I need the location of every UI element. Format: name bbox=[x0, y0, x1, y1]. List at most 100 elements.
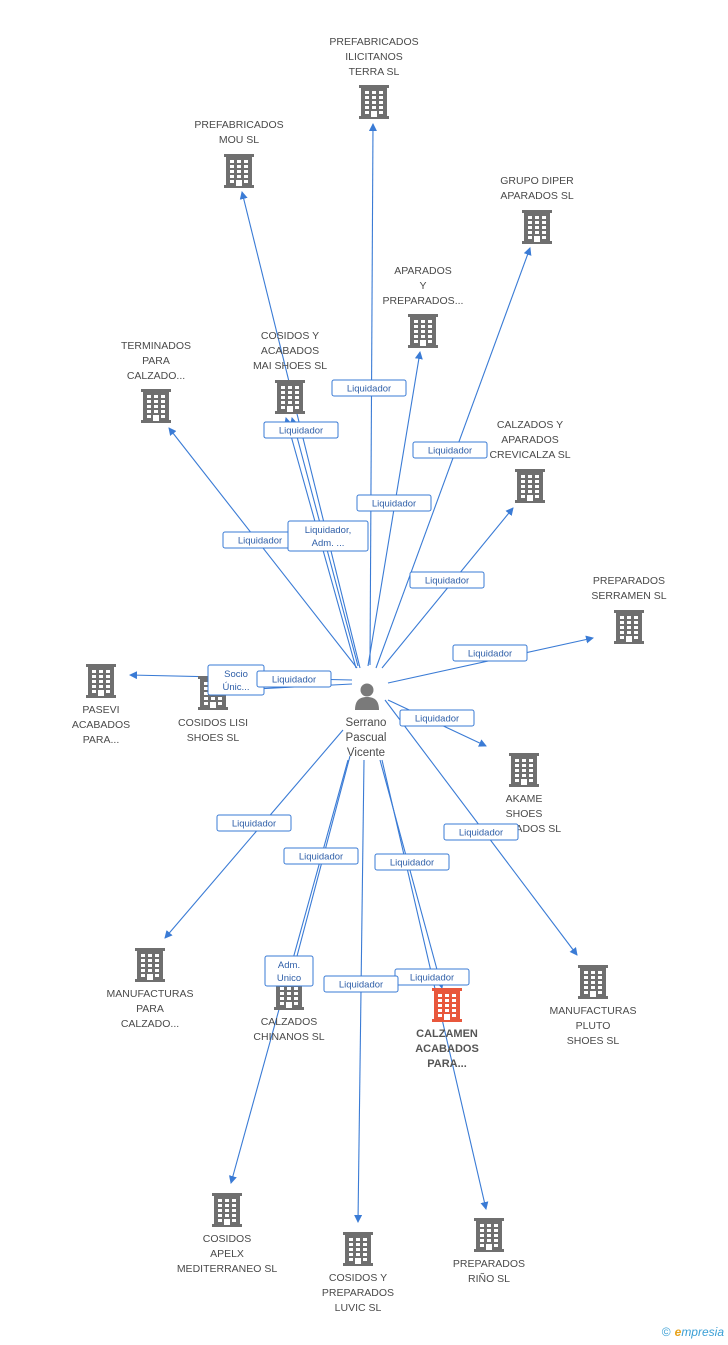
relation-label-box bbox=[264, 955, 314, 987]
relation-label-text: Liquidador bbox=[468, 649, 512, 660]
building-icon bbox=[141, 389, 171, 423]
relation-label-cosidos-mai[interactable]: Liquidador,Adm. ... bbox=[287, 520, 369, 552]
brand-footer[interactable]: ©empresia bbox=[662, 1325, 724, 1339]
company-node-pasevi[interactable]: PASEVIACABADOSPARA... bbox=[72, 664, 130, 746]
company-label-line: PASEVI bbox=[82, 704, 119, 716]
relation-label-preparados-serramen[interactable]: Liquidador bbox=[452, 644, 528, 662]
relation-label-box bbox=[263, 421, 339, 439]
building-icon bbox=[408, 314, 438, 348]
relation-label-prefabricados-ilicitanos[interactable]: Liquidador bbox=[331, 379, 407, 397]
company-label-line: MANUFACTURAS bbox=[107, 988, 194, 1000]
company-label-line: ACABADOS bbox=[261, 345, 319, 357]
building-icon bbox=[614, 610, 644, 644]
relation-label-text: Liquidador bbox=[272, 675, 316, 686]
edges-layer bbox=[129, 123, 594, 1223]
relation-label-box bbox=[323, 975, 399, 993]
relation-label-text: Liquidador bbox=[232, 819, 276, 830]
brand-initial: e bbox=[674, 1325, 682, 1339]
relation-label-calzamen[interactable]: Liquidador bbox=[394, 968, 470, 986]
building-icon bbox=[359, 85, 389, 119]
company-node-calzamen[interactable]: CALZAMENACABADOSPARA... bbox=[415, 988, 479, 1070]
relation-label-cosidos-luvic[interactable]: Liquidador bbox=[323, 975, 399, 993]
relation-label-terminados-calzado[interactable]: Liquidador bbox=[222, 531, 298, 549]
relation-label-box bbox=[409, 571, 485, 589]
company-label-line: CALZADO... bbox=[121, 1018, 179, 1030]
relation-label-preparados-rino[interactable]: Liquidador bbox=[374, 853, 450, 871]
person-icon bbox=[355, 683, 379, 710]
relation-label-box bbox=[216, 814, 292, 832]
relation-label-text: Liquidador bbox=[238, 536, 282, 547]
relation-label-calzados-chinanos[interactable]: Adm.Unico bbox=[264, 955, 314, 987]
relation-label-text: Adm. bbox=[278, 960, 300, 971]
copyright-icon: © bbox=[661, 1325, 671, 1339]
company-label-line: CALZADO... bbox=[127, 370, 185, 382]
company-node-terminados-calzado[interactable]: TERMINADOSPARACALZADO... bbox=[121, 340, 191, 423]
relation-label-text: Liquidador bbox=[279, 426, 323, 437]
person-name-line-1: Serrano bbox=[346, 717, 387, 729]
company-label-line: SHOES SL bbox=[187, 732, 240, 744]
relation-label-calzados-crevicalza[interactable]: Liquidador bbox=[409, 571, 485, 589]
company-label-line: PREFABRICADOS bbox=[329, 36, 418, 48]
building-icon bbox=[522, 210, 552, 244]
company-label-line: PREPARADOS bbox=[322, 1287, 394, 1299]
company-label-line: RIÑO SL bbox=[468, 1272, 510, 1285]
company-label-line: MAI SHOES SL bbox=[253, 360, 327, 372]
company-label-line: PARA bbox=[136, 1003, 164, 1015]
building-icon bbox=[432, 988, 462, 1022]
relation-label-manufacturas-calzado[interactable]: Liquidador bbox=[216, 814, 292, 832]
relation-label-akame[interactable]: Liquidador bbox=[399, 709, 475, 727]
company-node-prefabricados-mou[interactable]: PREFABRICADOS MOU SL bbox=[194, 119, 284, 188]
person-name-line-2: Pascual bbox=[346, 732, 387, 744]
company-label-line: ACABADOS bbox=[415, 1043, 479, 1055]
relation-label-box bbox=[331, 379, 407, 397]
building-icon bbox=[212, 1193, 242, 1227]
building-icon bbox=[135, 948, 165, 982]
company-label-line: PARA... bbox=[427, 1058, 467, 1070]
company-label-line: PREFABRICADOS bbox=[194, 119, 283, 131]
company-label-line: MEDITERRANEO SL bbox=[177, 1263, 278, 1275]
company-node-cosidos-luvic[interactable]: COSIDOS Y PREPARADOS LUVIC SL bbox=[322, 1232, 394, 1314]
company-label-line: COSIDOS Y bbox=[329, 1272, 387, 1284]
company-label-line: COSIDOS bbox=[203, 1233, 251, 1245]
relation-edge-calzamen bbox=[379, 759, 445, 989]
relation-label-text: Liquidador bbox=[372, 499, 416, 510]
company-label-line: MANUFACTURAS bbox=[550, 1005, 637, 1017]
building-icon bbox=[578, 965, 608, 999]
relation-label-cosidos-apelx[interactable]: Liquidador bbox=[283, 847, 359, 865]
relation-label-box bbox=[287, 520, 369, 552]
relation-label-manufacturas-pluto[interactable]: Liquidador bbox=[443, 823, 519, 841]
company-node-aparados-preparados[interactable]: APARADOSYPREPARADOS... bbox=[383, 265, 464, 348]
relation-label-text: Adm. ... bbox=[312, 538, 345, 549]
relation-label-cosidos-mai[interactable]: Liquidador bbox=[263, 421, 339, 439]
company-label-line: ILICITANOS bbox=[345, 51, 403, 63]
relation-label-aparados-preparados[interactable]: Liquidador bbox=[356, 494, 432, 512]
relation-label-text: Liquidador bbox=[415, 714, 459, 725]
company-node-manufacturas-calzado[interactable]: MANUFACTURAS PARA CALZADO... bbox=[107, 948, 194, 1030]
relation-label-box bbox=[356, 494, 432, 512]
company-label-line: PREPARADOS bbox=[593, 575, 665, 587]
company-label-line: PLUTO bbox=[576, 1020, 611, 1032]
relation-label-pasevi[interactable]: SocioÚnic... bbox=[207, 664, 265, 696]
relation-label-cosidos-lisi[interactable]: Liquidador bbox=[256, 670, 332, 688]
company-label-line: APARADOS bbox=[394, 265, 452, 277]
brand-name: mpresia bbox=[681, 1325, 724, 1339]
company-label-line: MOU SL bbox=[219, 134, 259, 146]
person-node[interactable]: Serrano Pascual Vicente bbox=[346, 683, 387, 760]
relation-label-text: Socio bbox=[224, 669, 248, 680]
relation-label-box bbox=[256, 670, 332, 688]
building-icon bbox=[509, 753, 539, 787]
building-icon bbox=[515, 469, 545, 503]
company-label-line: LUVIC SL bbox=[335, 1302, 382, 1314]
relation-label-grupo-diper[interactable]: Liquidador bbox=[412, 441, 488, 459]
company-label-line: PARA... bbox=[83, 734, 120, 746]
